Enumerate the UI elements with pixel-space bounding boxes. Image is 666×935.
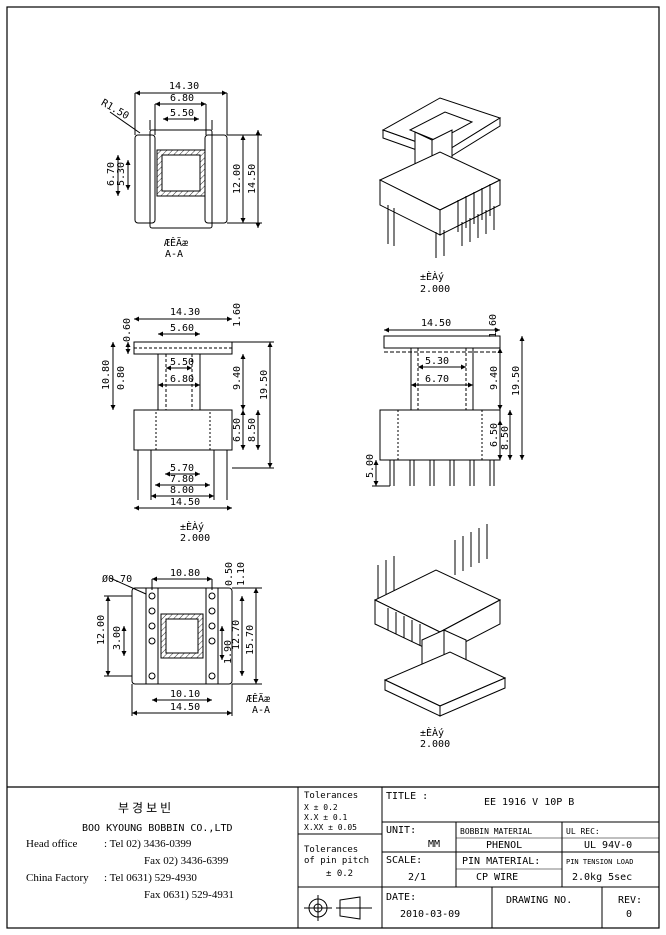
dim-14-30-b: 14.30 [170,307,200,318]
section-view-a-a [109,90,262,229]
dim-9-40-c: 9.40 [489,366,500,390]
title-label: TITLE : [386,791,429,802]
dim-14-50-d: 14.50 [170,702,200,713]
dim-5-60-b: 5.60 [170,323,194,334]
scale-iso-top: 2.000 [420,284,450,295]
tolerance-x: X ± 0.2 [304,803,338,812]
dim-19-50-c: 19.50 [511,366,522,396]
bottom-view [104,576,262,716]
dim-8-00-b: 8.00 [170,485,194,496]
dim-5-70-b: 5.70 [170,463,194,474]
unit-value: MM [428,839,441,850]
drawing-no-label: DRAWING NO. [506,895,573,906]
dim-14-30-a: 14.30 [169,81,199,92]
isometric-view-top [378,97,502,258]
pitch-tolerance-label: Tolerances [304,845,359,855]
scale-value: 2/1 [408,872,427,883]
dim-6-70-c: 6.70 [425,374,449,385]
dim-12-70-d: 12.70 [231,620,242,650]
head-office-tel: : Tel 02) 3436-0399 [104,838,192,850]
dim-10-80-d: 10.80 [170,568,200,579]
head-office-fax: Fax 02) 3436-6399 [144,855,229,867]
pin-tension-value: 2.0kg 5sec [572,872,633,883]
dim-9-40-b: 9.40 [232,366,243,390]
rev-value: 0 [626,909,633,920]
dim-12-00-d: 12.00 [96,615,107,645]
dim-6-50-b: 6.50 [232,418,243,442]
china-factory-tel: : Tel 0631) 529-4930 [104,872,197,884]
caption-iso-top: ±ÈÀý [420,270,444,283]
date-label: DATE: [386,892,417,903]
dim-1-60-c: 1.60 [488,314,499,338]
dim-5-00-c: 5.00 [365,454,376,478]
dim-10-10-d: 10.10 [170,689,200,700]
caption-bottom-label: A-A [252,705,270,716]
caption-section-a-label: A-A [165,249,183,260]
side-view [372,327,525,487]
dim-1-10-d: 1.10 [236,562,247,586]
company-korean-name: 부 경 보 빈 [118,801,172,815]
projection-symbol-icon [304,895,372,921]
dim-14-50-a: 14.50 [247,164,258,194]
dim-6-50-c: 6.50 [489,423,500,447]
tolerance-xxx: X.XX ± 0.05 [304,823,357,832]
dim-14-50-b: 14.50 [170,497,200,508]
dim-19-50-b: 19.50 [259,370,270,400]
dim-8-50-c: 8.50 [500,426,511,450]
rev-label: REV: [618,895,643,906]
caption-iso-bottom: ±ÈÀý [420,726,444,739]
dim-7-80-b: 7.80 [170,474,194,485]
dim-10-80-b: 10.80 [101,360,112,390]
china-factory-fax: Fax 0631) 529-4931 [144,889,234,901]
tolerances-header: Tolerances [304,791,359,801]
dim-5-50-b: 5.50 [170,357,194,368]
tolerance-xx: X.X ± 0.1 [304,813,348,822]
pitch-tolerance-value: ± 0.2 [326,869,354,879]
pitch-tolerance-label-2: of pin pitch [304,856,370,866]
bobbin-material-value: PHENOL [486,840,523,851]
dim-0-50-d: 0.50 [224,562,235,586]
date-value: 2010-03-09 [400,909,461,920]
isometric-view-bottom [373,524,507,717]
dim-15-70-d: 15.70 [245,625,256,655]
scale-iso-bottom: 2.000 [420,739,450,750]
dim-8-50-b: 8.50 [247,418,258,442]
scale-front: 2.000 [180,533,210,544]
dim-1-60-b: 1.60 [232,303,243,327]
dim-14-50-c: 14.50 [421,318,451,329]
bobbin-material-label: BOBBIN MATERIAL [460,827,533,836]
dim-6-80-a: 6.80 [170,93,194,104]
dim-1-90-d: 1.90 [223,640,234,664]
dim-3-00-d: 3.00 [112,626,123,650]
china-factory-label: China Factory [26,872,89,884]
dim-0-60-b: 0.60 [122,318,133,342]
dim-hole-dia: Ø0.70 [102,573,132,585]
caption-section-a: ÆÊÃæ [164,236,188,249]
dim-12-00-a: 12.00 [232,164,243,194]
scale-label: SCALE: [386,855,423,866]
pin-tension-label: PIN TENSION LOAD [566,858,634,866]
ul-rec-label: UL REC: [566,827,600,836]
dim-r1-50: R1.50 [99,98,131,123]
pin-material-value: CP WIRE [476,872,519,883]
dim-6-70-a: 6.70 [106,162,117,186]
company-name: BOO KYOUNG BOBBIN CO.,LTD [82,823,233,834]
dim-6-80-b: 6.80 [170,374,194,385]
title-block-grid [297,787,659,928]
dim-5-30-c: 5.30 [425,356,449,367]
caption-front: ±ÈÀý [180,520,204,533]
drawing-title: EE 1916 V 10P B [484,797,575,808]
dim-0-80-b: 0.80 [116,366,127,390]
sheet-border [6,6,660,929]
caption-bottom: ÆÊÃæ [246,692,270,705]
unit-label: UNIT: [386,825,417,836]
ul-rec-value: UL 94V-0 [584,840,633,851]
dim-5-30-a: 5.30 [116,162,127,186]
head-office-label: Head office [26,838,78,850]
dim-5-50-a: 5.50 [170,108,194,119]
pin-material-label: PIN MATERIAL: [462,856,541,867]
front-view [110,316,274,511]
